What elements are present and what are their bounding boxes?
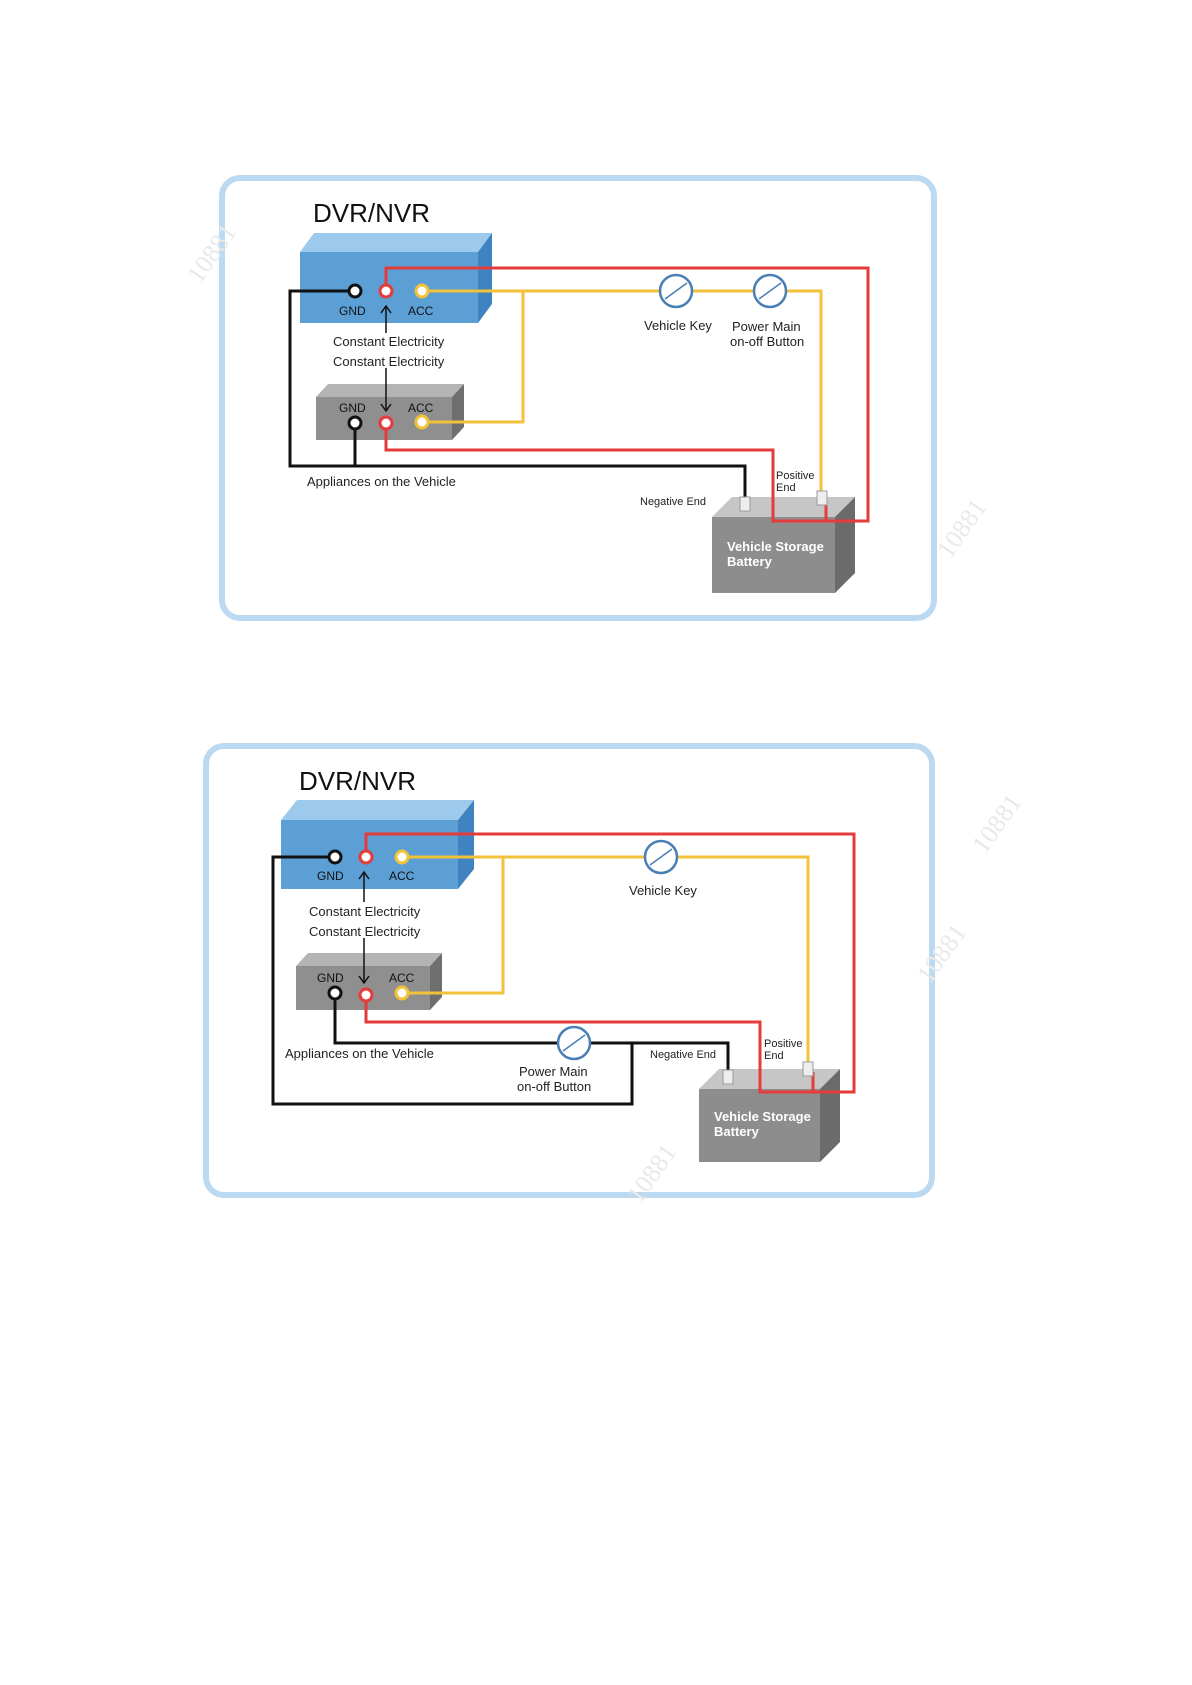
appliances-label: Appliances on the Vehicle bbox=[285, 1046, 434, 1061]
appliances-label: Appliances on the Vehicle bbox=[307, 474, 456, 489]
appliance-acc-label: ACC bbox=[408, 401, 434, 415]
appliance-acc-port bbox=[394, 985, 410, 1001]
appliance-acc-port bbox=[414, 414, 430, 430]
vehicle-key-switch bbox=[643, 839, 679, 875]
appliance-gnd-port bbox=[327, 985, 343, 1001]
negative-end-label: Negative End bbox=[650, 1049, 716, 1061]
vehicle-key-label: Vehicle Key bbox=[644, 318, 712, 333]
appliance-gnd-label: GND bbox=[339, 401, 366, 415]
constant-electricity-label-2: Constant Electricity bbox=[309, 924, 421, 939]
constant-electricity-arrows bbox=[358, 870, 370, 985]
power-main-label-line2: on-off Button bbox=[730, 334, 804, 349]
battery-label-line2: Battery bbox=[714, 1124, 760, 1139]
dvr-acc-port bbox=[394, 849, 410, 865]
watermark: 10881 bbox=[931, 494, 992, 564]
acc-wire bbox=[422, 289, 823, 497]
dvr-nvr-unit bbox=[300, 233, 492, 323]
positive-terminal bbox=[802, 1061, 814, 1077]
dvr-acc-port bbox=[414, 283, 430, 299]
dvr-nvr-unit bbox=[281, 800, 474, 889]
vehicle-appliance-unit bbox=[296, 953, 442, 1010]
diagram-1: 10881 10881 DVR/NVR bbox=[181, 175, 992, 621]
appliance-gnd-label: GND bbox=[317, 971, 344, 985]
dvr-constant-port bbox=[358, 849, 374, 865]
negative-terminal bbox=[722, 1069, 734, 1085]
constant-electricity-label-1: Constant Electricity bbox=[333, 334, 445, 349]
positive-terminal bbox=[816, 490, 828, 506]
dvr-gnd-label: GND bbox=[317, 869, 344, 883]
constant-electricity-label-2: Constant Electricity bbox=[333, 354, 445, 369]
dvr-gnd-port bbox=[327, 849, 343, 865]
battery-label-line2: Battery bbox=[727, 554, 773, 569]
watermark: 10881 bbox=[966, 789, 1027, 859]
dvr-title: DVR/NVR bbox=[299, 766, 416, 796]
dvr-acc-label: ACC bbox=[389, 869, 415, 883]
gnd-wire bbox=[271, 855, 730, 1106]
appliance-acc-label: ACC bbox=[389, 971, 415, 985]
power-main-label-line1: Power Main bbox=[519, 1064, 588, 1079]
dvr-gnd-port bbox=[347, 283, 363, 299]
constant-electricity-arrows bbox=[380, 304, 392, 413]
dvr-acc-label: ACC bbox=[408, 304, 434, 318]
battery-label-line1: Vehicle Storage bbox=[714, 1109, 811, 1124]
appliance-gnd-port bbox=[347, 415, 363, 431]
battery-label-line1: Vehicle Storage bbox=[727, 539, 824, 554]
positive-end-label-line1: Positive bbox=[764, 1038, 803, 1050]
positive-end-label-line1: Positive bbox=[776, 470, 815, 482]
appliance-constant-port bbox=[378, 415, 394, 431]
vehicle-key-switch bbox=[658, 273, 694, 309]
vehicle-key-label: Vehicle Key bbox=[629, 883, 697, 898]
power-main-label-line2: on-off Button bbox=[517, 1079, 591, 1094]
positive-end-label-line2: End bbox=[776, 482, 796, 494]
negative-end-label: Negative End bbox=[640, 496, 706, 508]
acc-wire bbox=[402, 855, 810, 1068]
dvr-gnd-label: GND bbox=[339, 304, 366, 318]
constant-electricity-label-1: Constant Electricity bbox=[309, 904, 421, 919]
positive-end-label-line2: End bbox=[764, 1050, 784, 1062]
power-main-switch bbox=[752, 273, 788, 309]
negative-terminal bbox=[739, 496, 751, 512]
dvr-title: DVR/NVR bbox=[313, 198, 430, 228]
dvr-constant-port bbox=[378, 283, 394, 299]
power-main-label-line1: Power Main bbox=[732, 319, 801, 334]
power-main-switch bbox=[556, 1025, 592, 1061]
appliance-constant-port bbox=[358, 987, 374, 1003]
diagram-2: 10881 10881 10881 DVR/NVR bbox=[203, 743, 1027, 1208]
